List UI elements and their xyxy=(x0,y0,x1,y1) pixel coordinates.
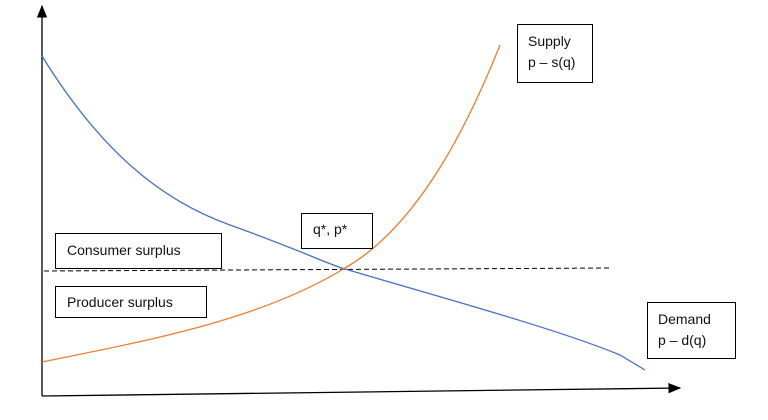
supply-curve xyxy=(41,44,501,363)
demand-formula: p – d(q) xyxy=(658,332,707,348)
equilibrium-label: q*, p* xyxy=(301,213,373,249)
demand-label: Demand p – d(q) xyxy=(647,302,736,359)
supply-formula: p – s(q) xyxy=(528,54,576,70)
demand-curve xyxy=(41,55,646,371)
consumer-surplus-text: Consumer surplus xyxy=(67,242,181,258)
consumer-surplus-label: Consumer surplus xyxy=(55,233,222,269)
supply-title: Supply xyxy=(528,33,571,49)
producer-surplus-text: Producer surplus xyxy=(67,294,173,310)
supply-label: Supply p – s(q) xyxy=(517,24,593,83)
x-axis xyxy=(41,382,682,397)
producer-surplus-label: Producer surplus xyxy=(55,286,207,318)
demand-title: Demand xyxy=(658,311,711,327)
equilibrium-price-line xyxy=(43,267,613,272)
equilibrium-text: q*, p* xyxy=(313,221,348,237)
